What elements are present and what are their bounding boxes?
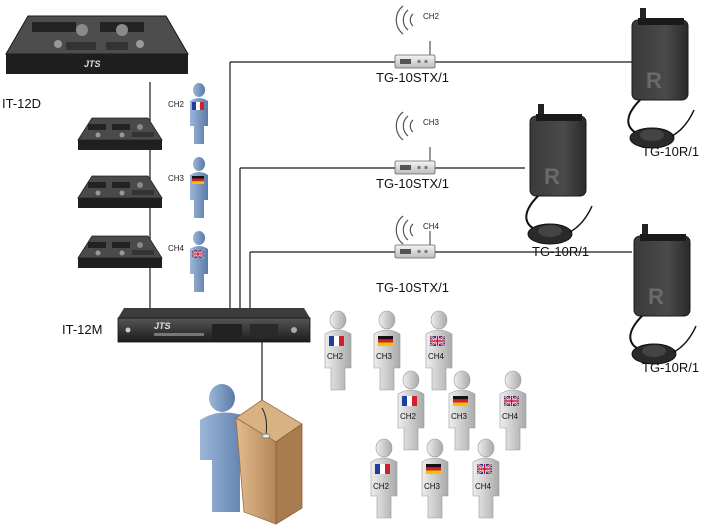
listener-label: CH3 (451, 412, 468, 421)
flag-germany-icon (378, 336, 393, 346)
radio-waves-icon (395, 5, 414, 35)
label-rx-3: TG-10R/1 (642, 360, 700, 375)
label-tx-1: TG-10STX/1 (376, 70, 449, 85)
transmitter-2 (394, 146, 436, 175)
wave-ch3-label: CH3 (423, 118, 440, 127)
receiver-1 (627, 7, 695, 149)
listener (370, 438, 398, 519)
flag-france-icon (402, 396, 417, 406)
listener-label: CH2 (327, 352, 344, 361)
label-tx-2: TG-10STX/1 (376, 176, 449, 191)
flag-germany-icon (192, 176, 204, 184)
interpreter-ch2 (190, 83, 208, 144)
interpreter-ch2-label: CH2 (168, 100, 185, 109)
connection-lines (149, 61, 640, 400)
flag-uk-icon (475, 462, 494, 476)
interpreter-ch4-label: CH4 (168, 244, 185, 253)
listener (373, 310, 401, 391)
label-rx-2: TG-10R/1 (532, 244, 590, 259)
console-brand: JTS (84, 59, 101, 69)
receiver-3 (629, 223, 697, 365)
wave-ch2-label: CH2 (423, 12, 440, 21)
listener (324, 310, 352, 391)
interpreter-ch3-label: CH3 (168, 174, 185, 183)
listener-label: CH3 (424, 482, 441, 491)
flag-germany-icon (453, 396, 468, 406)
console-unit-ch2 (77, 117, 163, 151)
listener (499, 370, 527, 451)
speaker-at-podium (200, 384, 303, 525)
wave-ch4-label: CH4 (423, 222, 440, 231)
matrix-it-12m: JTS (117, 308, 311, 343)
flag-france-icon (375, 464, 390, 474)
console-unit-ch4 (77, 235, 163, 269)
listener-label: CH2 (400, 412, 417, 421)
listener-label: CH4 (475, 482, 492, 491)
flag-france-icon (192, 102, 204, 110)
matrix-brand: JTS (154, 321, 171, 331)
flag-france-icon (329, 336, 344, 346)
radio-waves-icon (395, 215, 414, 245)
label-it-12m: IT-12M (62, 322, 103, 337)
listener-label: CH3 (376, 352, 393, 361)
label-tx-3: TG-10STX/1 (376, 280, 449, 295)
console-it-12d: JTS (5, 15, 189, 74)
transmitter-1 (394, 40, 436, 69)
listener (472, 438, 500, 519)
interpreter-ch4 (190, 231, 208, 292)
listener (448, 370, 476, 451)
listener (397, 370, 425, 451)
label-rx-1: TG-10R/1 (642, 144, 700, 159)
flag-uk-icon (428, 334, 447, 348)
radio-waves-icon (395, 111, 414, 141)
flag-germany-icon (426, 464, 441, 474)
interpreter-ch3 (190, 157, 208, 218)
flag-uk-icon (190, 248, 206, 260)
listener-label: CH4 (428, 352, 445, 361)
listener (425, 310, 453, 391)
label-it-12d: IT-12D (2, 96, 42, 111)
receiver-2 (525, 103, 593, 245)
console-unit-ch3 (77, 175, 163, 209)
listener-label: CH2 (373, 482, 390, 491)
listener-label: CH4 (502, 412, 519, 421)
transmitter-3 (394, 230, 436, 259)
listener (421, 438, 449, 519)
flag-uk-icon (502, 394, 521, 408)
